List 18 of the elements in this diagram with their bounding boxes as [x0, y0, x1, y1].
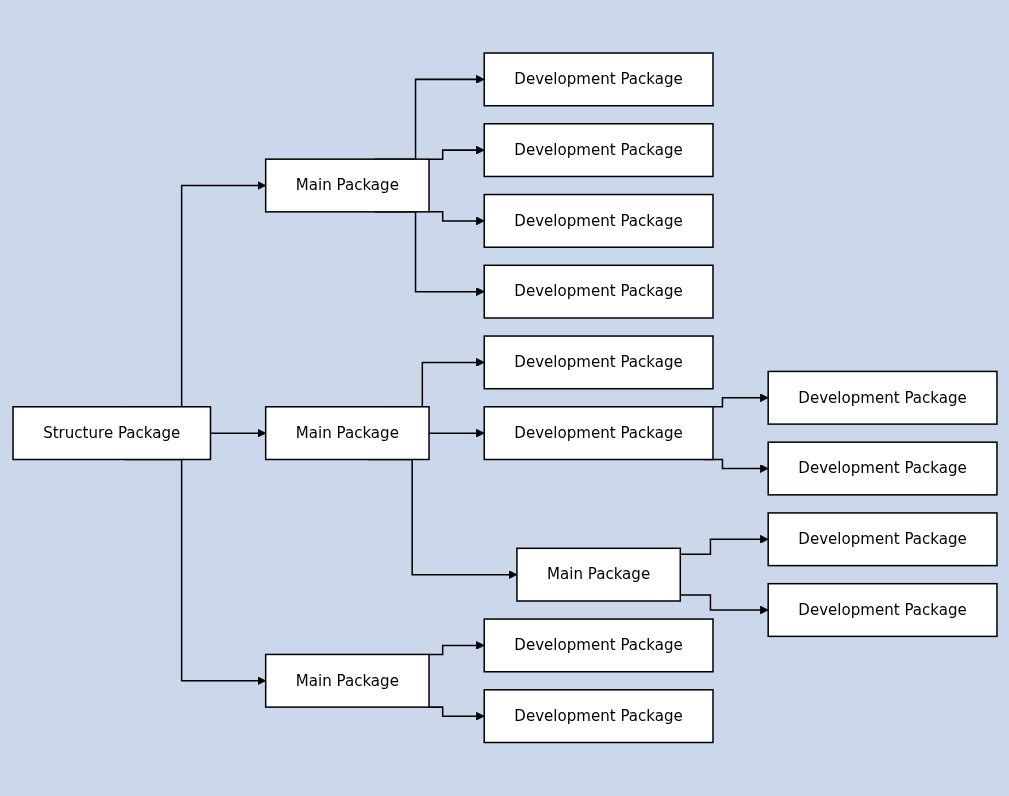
node-box: Main Package [264, 158, 430, 213]
node-box: Development Package [482, 194, 714, 249]
node-box: Development Package [482, 618, 714, 673]
node-box: Development Package [766, 512, 998, 567]
node-box: Development Package [766, 583, 998, 638]
node-box: Main Package [264, 406, 430, 461]
node-box: Development Package [766, 370, 998, 426]
node-box: Development Package [482, 689, 714, 744]
node-box: Development Package [482, 123, 714, 178]
node-box: Development Package [482, 406, 714, 461]
node-box: Main Package [515, 547, 681, 602]
node-box: Development Package [482, 335, 714, 390]
node-box: Development Package [482, 264, 714, 319]
node-box: Structure Package [11, 406, 211, 461]
node-box: Main Package [264, 653, 430, 709]
node-box: Development Package [482, 52, 714, 107]
node-box: Development Package [766, 441, 998, 496]
arrow [209, 428, 266, 438]
